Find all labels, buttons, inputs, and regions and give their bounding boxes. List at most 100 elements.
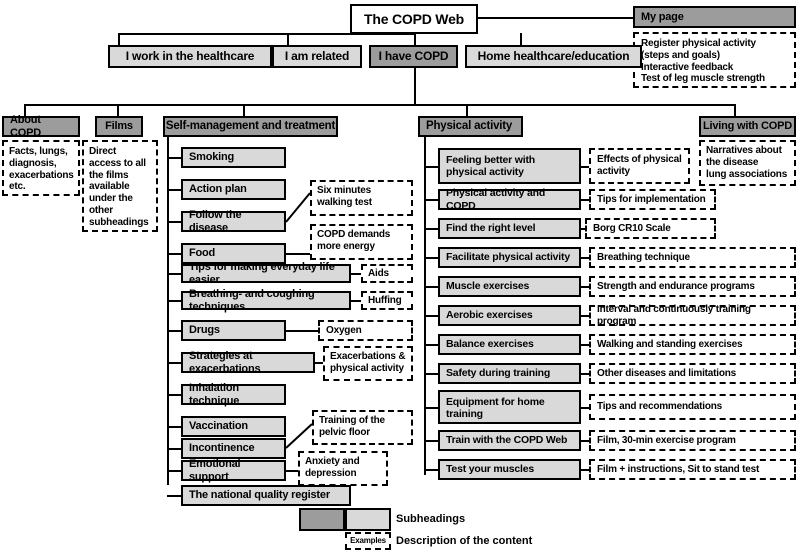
- connector-ihavecopd-stem: [414, 68, 416, 104]
- mypage-description-line: Register physical activity: [641, 38, 756, 49]
- item-incontinence[interactable]: Incontinence: [181, 438, 286, 459]
- connector-physact-example-tick: [581, 286, 589, 288]
- connector-physact-example-tick: [581, 373, 589, 375]
- example-label: Interval and continuously training progr…: [597, 303, 751, 327]
- item-inhalation-technique[interactable]: Inhalation technique: [181, 382, 286, 407]
- connector-selfmgmt-tick: [167, 426, 181, 428]
- item-label: Smoking: [189, 151, 235, 164]
- item-strategies-exacerbations[interactable]: Strategies at exacerbations: [181, 350, 315, 375]
- example-interval-continuous-training: Interval and continuously training progr…: [589, 303, 796, 327]
- item-label: Equipment for home training: [446, 396, 545, 421]
- section-description-line: the disease: [706, 156, 759, 168]
- connector-physact-tick: [424, 440, 438, 442]
- item-emotional-support[interactable]: Emotional support: [181, 458, 286, 483]
- connector-selfmgmt-tick: [167, 221, 181, 223]
- item-physical-activity-and-copd[interactable]: Physical activity and COPD: [438, 187, 581, 212]
- audience-node-i-have-copd[interactable]: I have COPD: [369, 45, 458, 68]
- item-breathing-coughing[interactable]: Breathing- and coughing techniques: [181, 288, 351, 313]
- item-label: Test your muscles: [446, 463, 535, 476]
- section-description-line: diagnosis,: [9, 157, 57, 169]
- section-heading-living-with-copd[interactable]: Living with COPD: [699, 116, 796, 137]
- example-walking-standing-exercises: Walking and standing exercises: [589, 334, 796, 355]
- item-label: Breathing- and coughing techniques: [189, 287, 315, 313]
- connector-physact-example-tick: [581, 199, 589, 201]
- item-follow-the-disease[interactable]: Follow the disease: [181, 208, 286, 234]
- connector-strategies-to-example: [315, 362, 323, 364]
- connector-physact-tick: [424, 469, 438, 471]
- section-description-about-copd: Facts, lungs, diagnosis, exacerbations e…: [2, 140, 80, 196]
- connector-selfmgmt-tick: [167, 330, 181, 332]
- legend-swatch-examples: Examples: [345, 532, 391, 550]
- legend-swatch-subheading: [345, 508, 391, 531]
- example-effects-of-physical-activity: Effects of physical activity: [589, 148, 690, 184]
- connector-level2-drop-selfmgmt: [243, 104, 245, 116]
- item-smoking[interactable]: Smoking: [181, 147, 286, 168]
- example-label: Other diseases and limitations: [597, 367, 737, 379]
- audience-node-healthcare[interactable]: I work in the healthcare: [108, 45, 272, 68]
- section-heading-physical-activity[interactable]: Physical activity: [418, 116, 523, 137]
- connector-emotional-to-example: [286, 470, 298, 472]
- connector-physact-tick: [424, 199, 438, 201]
- item-label: Follow the disease: [189, 208, 242, 234]
- connector-selfmgmt-tick: [167, 273, 181, 275]
- item-food[interactable]: Food: [181, 243, 286, 264]
- item-label: Safety during training: [446, 367, 551, 380]
- connector-drugs-to-example: [286, 330, 318, 332]
- connector-level2-drop-about: [24, 104, 26, 116]
- item-balance-exercises[interactable]: Balance exercises: [438, 334, 581, 355]
- connector-audience-drop-1: [118, 33, 120, 45]
- connector-selfmgmt-tick: [167, 157, 181, 159]
- root-node-copd-web[interactable]: The COPD Web: [350, 4, 478, 34]
- item-label: The national quality register: [189, 489, 330, 502]
- example-label: COPD demands more energy: [317, 229, 391, 252]
- connector-incontinence-to-example: [285, 423, 313, 449]
- item-tips-everyday-life[interactable]: Tips for making everyday life easier: [181, 261, 351, 286]
- section-description-line: lung associations: [706, 168, 788, 180]
- item-test-your-muscles[interactable]: Test your muscles: [438, 459, 581, 480]
- section-heading-self-management[interactable]: Self-management and treatment: [163, 116, 338, 137]
- mypage-heading[interactable]: My page: [633, 6, 796, 28]
- audience-node-related[interactable]: I am related: [272, 45, 362, 68]
- item-drugs[interactable]: Drugs: [181, 320, 286, 341]
- item-label: Food: [189, 247, 216, 260]
- section-heading-label: Physical activity: [426, 119, 513, 132]
- item-safety-during-training[interactable]: Safety during training: [438, 363, 581, 384]
- item-facilitate-physical-activity[interactable]: Facilitate physical activity: [438, 247, 581, 268]
- connector-audience-drop-2: [287, 33, 289, 45]
- connector-root-to-mypage: [478, 17, 633, 19]
- item-vaccination[interactable]: Vaccination: [181, 416, 286, 437]
- item-national-quality-register[interactable]: The national quality register: [181, 485, 351, 506]
- connector-selfmgmt-tick: [167, 300, 181, 302]
- connector-physact-example-tick: [581, 440, 589, 442]
- item-aerobic-exercises[interactable]: Aerobic exercises: [438, 305, 581, 326]
- item-label: Facilitate physical activity: [446, 251, 570, 264]
- section-description-line: available: [89, 181, 130, 193]
- mypage-heading-label: My page: [641, 10, 684, 23]
- example-breathing-technique: Breathing technique: [589, 247, 796, 268]
- audience-node-label: I work in the healthcare: [125, 49, 255, 64]
- item-feeling-better[interactable]: Feeling better with physical activity: [438, 148, 581, 184]
- connector-selfmgmt-tick: [167, 253, 181, 255]
- item-find-the-right-level[interactable]: Find the right level: [438, 218, 581, 239]
- connector-physact-tick: [424, 407, 438, 409]
- connector-food-to-example: [286, 253, 310, 255]
- section-description-line: access to all: [89, 157, 146, 169]
- item-train-with-copd-web[interactable]: Train with the COPD Web: [438, 430, 581, 451]
- connector-level2-drop-physact: [466, 104, 468, 116]
- mypage-description: Register physical activity (steps and go…: [633, 32, 796, 88]
- item-equipment-home-training[interactable]: Equipment for home training: [438, 390, 581, 424]
- item-label: Incontinence: [189, 442, 255, 455]
- item-action-plan[interactable]: Action plan: [181, 179, 286, 200]
- mypage-description-line: Interactive feedback: [641, 61, 734, 73]
- section-description-line: other: [89, 204, 114, 216]
- audience-node-label: Home healthcare/education: [477, 49, 630, 64]
- example-label: Tips and recommendations: [597, 401, 723, 413]
- item-muscle-exercises[interactable]: Muscle exercises: [438, 276, 581, 297]
- audience-node-home-healthcare[interactable]: Home healthcare/education: [465, 45, 642, 68]
- example-copd-demands-more-energy: COPD demands more energy: [310, 224, 413, 260]
- section-heading-about-copd[interactable]: About COPD: [2, 114, 80, 139]
- section-heading-films[interactable]: Films: [95, 116, 143, 137]
- item-label: Tips for making everyday life easier: [189, 260, 335, 286]
- connector-physact-spine: [424, 137, 426, 475]
- example-film-instructions-sit-to-stand: Film + instructions, Sit to stand test: [589, 459, 796, 480]
